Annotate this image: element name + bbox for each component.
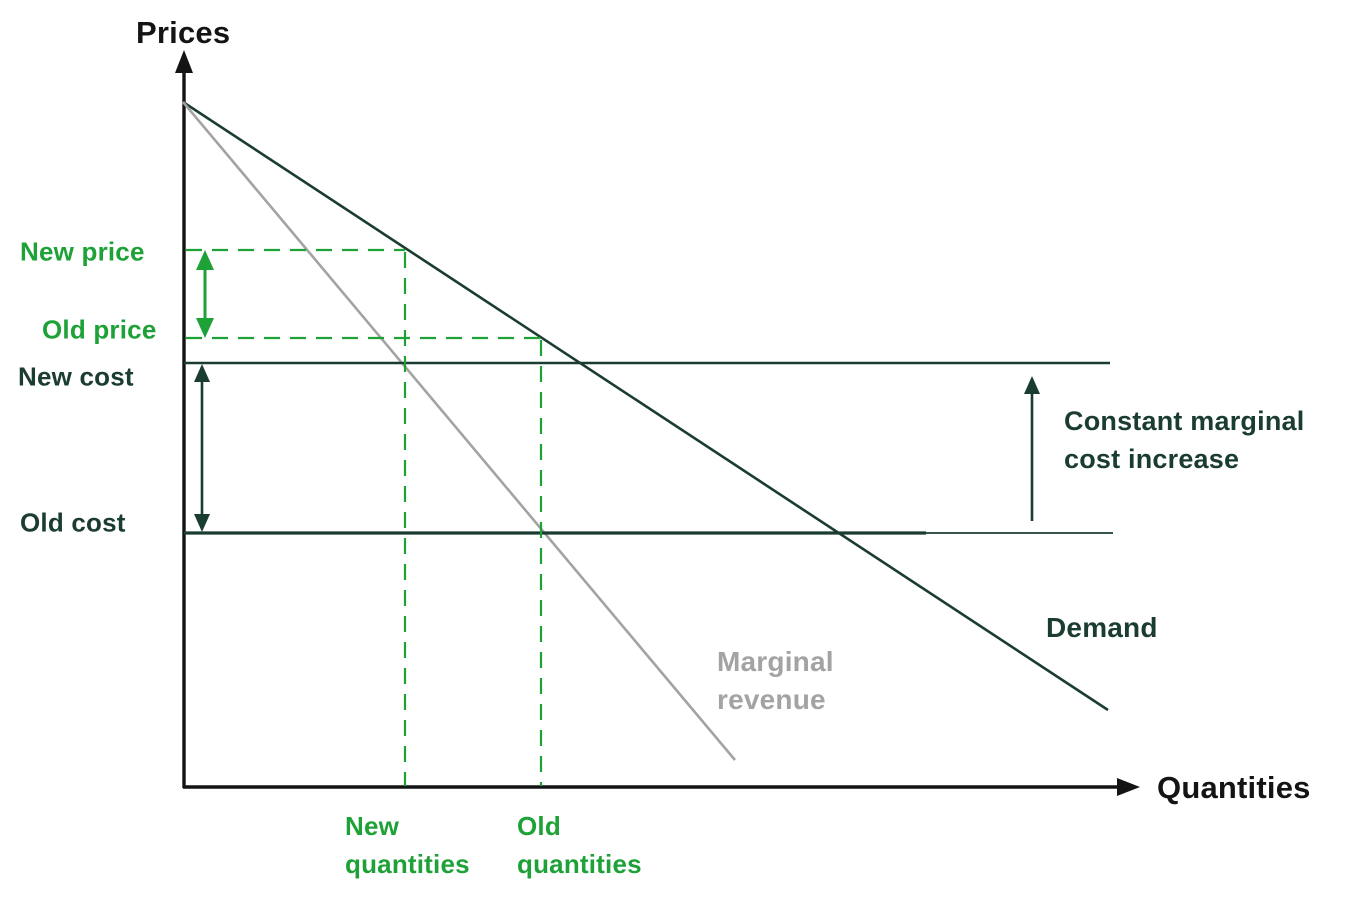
new-cost-label: New cost xyxy=(18,361,134,392)
constant-marginal-cost-label: Constant marginal cost increase xyxy=(1064,402,1304,478)
y-axis-arrowhead-icon xyxy=(175,50,193,73)
x-axis-arrowhead-icon xyxy=(1117,778,1140,796)
marginal-revenue-label: Marginal revenue xyxy=(717,643,834,719)
marginal-revenue-line xyxy=(182,101,736,761)
old-cost-label: Old cost xyxy=(20,507,126,538)
marginal-revenue-label-line1: Marginal xyxy=(717,646,834,677)
new-quantities-label: New quantities xyxy=(345,807,470,883)
cost-arrow-down-head-icon xyxy=(194,514,210,532)
price-arrow-up-head-icon xyxy=(196,250,214,270)
cost-arrow-up-head-icon xyxy=(194,364,210,382)
old-quantities-label-line2: quantities xyxy=(517,849,642,879)
constant-marginal-cost-label-line2: cost increase xyxy=(1064,444,1240,474)
cost-increase-arrow xyxy=(194,364,210,532)
marginal-cost-arrow-up-head-icon xyxy=(1024,376,1040,394)
new-price-label: New price xyxy=(20,236,145,267)
x-axis-title: Quantities xyxy=(1157,770,1311,805)
price-increase-arrow xyxy=(196,250,214,338)
demand-label: Demand xyxy=(1046,612,1158,643)
new-quantities-label-line1: New xyxy=(345,811,400,841)
constant-marginal-cost-label-line1: Constant marginal xyxy=(1064,406,1305,436)
constant-marginal-cost-arrow xyxy=(1024,376,1040,521)
price-arrow-down-head-icon xyxy=(196,318,214,338)
old-quantities-label: Old quantities xyxy=(517,807,642,883)
new-quantities-label-line2: quantities xyxy=(345,849,470,879)
marginal-revenue-label-line2: revenue xyxy=(717,684,826,715)
old-price-label: Old price xyxy=(42,314,157,345)
y-axis-title: Prices xyxy=(136,15,231,50)
old-quantities-label-line1: Old xyxy=(517,811,561,841)
demand-line xyxy=(182,100,1109,712)
